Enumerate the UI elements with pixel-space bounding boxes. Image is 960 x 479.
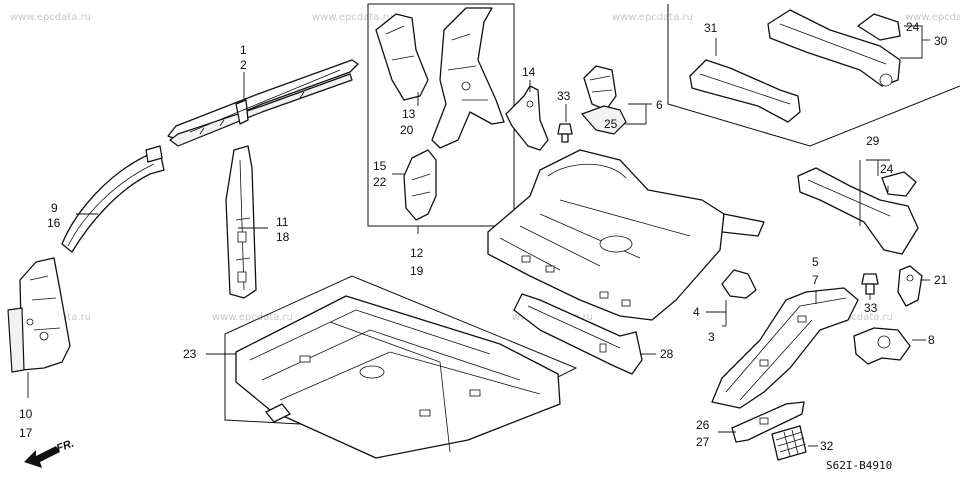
callout-17: 17 [19, 426, 33, 440]
center-pillar-panel-part [375, 7, 505, 221]
frame-extension-part [731, 401, 805, 443]
callout-26: 26 [696, 418, 710, 432]
rear-frame-upper-part [767, 9, 901, 87]
callout-3: 3 [708, 330, 715, 344]
callout-24-top: 24 [906, 20, 920, 34]
front-direction-indicator: FR. [24, 437, 76, 468]
callout-21: 21 [934, 273, 948, 287]
callouts: 1 2 9 16 11 18 10 17 13 20 15 22 12 19 1… [19, 20, 948, 453]
callout-5: 5 [812, 255, 819, 269]
callout-19: 19 [410, 264, 424, 278]
watermark-text: www.epcdata.ru [10, 12, 91, 23]
callout-2: 2 [240, 58, 247, 72]
callout-18: 18 [276, 230, 290, 244]
diagram-code: S62I-B4910 [826, 459, 892, 472]
callout-32: 32 [820, 439, 834, 453]
callout-33-left: 33 [557, 89, 571, 103]
group-box-rear-crossmember [667, 4, 960, 147]
callout-33-right: 33 [864, 301, 878, 315]
a-pillar-part [61, 145, 165, 253]
callout-16: 16 [47, 216, 61, 230]
bracket-21-part [897, 265, 923, 307]
leader-lines [27, 25, 930, 447]
callout-24-right: 24 [880, 162, 894, 176]
rear-crossmember-part [689, 59, 801, 123]
callout-31: 31 [704, 21, 718, 35]
rear-side-frame-part [711, 287, 859, 409]
rear-floor-pan-part [487, 149, 765, 321]
watermark-text: www.epcdata.ru [212, 312, 293, 323]
front-pillar-lower-part [7, 257, 71, 373]
bolt-part [861, 273, 879, 295]
callout-4: 4 [693, 305, 700, 319]
center-pillar-inner-part [225, 145, 257, 299]
bracket-part [505, 85, 549, 151]
mount-bracket-part [581, 65, 627, 135]
watermark-text: www.epcdata.ru [612, 12, 693, 23]
callout-12: 12 [410, 246, 424, 260]
callout-11: 11 [276, 215, 289, 229]
callout-28: 28 [660, 347, 674, 361]
bracket-8-part [853, 327, 911, 365]
front-direction-label: FR. [55, 437, 76, 454]
callout-23: 23 [183, 347, 197, 361]
callout-22: 22 [373, 175, 387, 189]
callout-29: 29 [866, 134, 880, 148]
callout-27: 27 [696, 435, 710, 449]
callout-8: 8 [928, 333, 935, 347]
callout-30: 30 [934, 34, 948, 48]
front-arrow-icon [24, 446, 60, 468]
callout-7: 7 [812, 273, 819, 287]
watermark-text: www.epcdata.ru [812, 312, 893, 323]
rear-frame-part [797, 167, 919, 255]
callout-15: 15 [373, 159, 387, 173]
front-floor-part [235, 295, 561, 459]
roof-rail-part [167, 59, 359, 147]
callout-6: 6 [656, 98, 663, 112]
callout-20: 20 [400, 123, 414, 137]
bolt-part [557, 123, 573, 143]
floor-side-bracket-part [513, 293, 643, 375]
callout-14: 14 [522, 65, 536, 79]
callout-10: 10 [19, 407, 33, 421]
watermark-text: www.epcdata.ru [905, 12, 960, 23]
callout-25: 25 [604, 117, 618, 131]
callout-9: 9 [51, 201, 58, 215]
grille-plate-part [771, 425, 807, 461]
small-gusset-part [721, 269, 757, 299]
callout-1: 1 [240, 43, 247, 57]
callout-13: 13 [402, 107, 416, 121]
watermark-text: www.epcdata.ru [312, 12, 393, 23]
